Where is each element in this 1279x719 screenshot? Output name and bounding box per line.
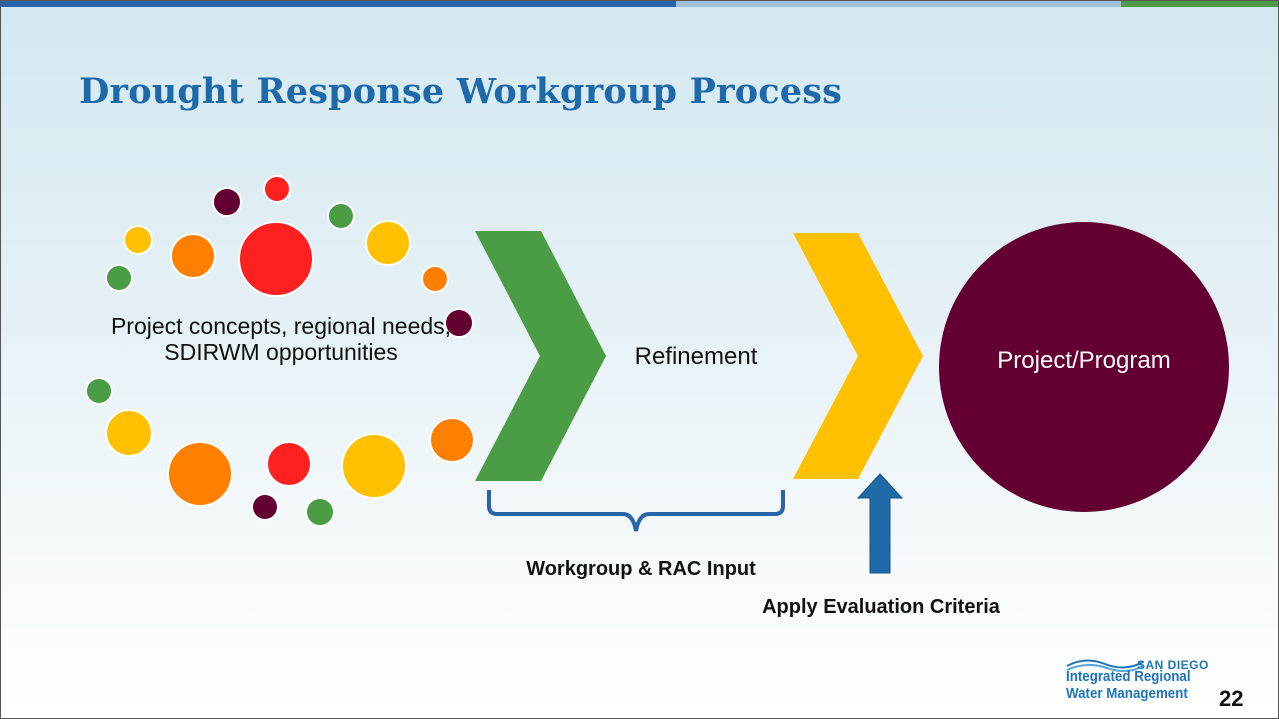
- logo-integrated-regional-text: Integrated Regional: [1066, 669, 1191, 685]
- project-program-circle: [939, 222, 1229, 512]
- sdirwm-logo: SAN DIEGO Integrated Regional Water Mana…: [1065, 656, 1221, 714]
- workgroup-rac-input-label: Workgroup & RAC Input: [526, 558, 756, 580]
- apply-evaluation-criteria-label: Apply Evaluation Criteria: [762, 596, 1000, 618]
- logo-water-management-text: Water Management: [1066, 686, 1188, 702]
- dot-red: [266, 441, 312, 487]
- dot-maroon: [444, 308, 474, 338]
- project-concepts-label: Project concepts, regional needs, SDIRWM…: [110, 313, 452, 365]
- dot-orange-large: [167, 441, 233, 507]
- dot-red: [263, 175, 291, 203]
- dot-yellow: [123, 225, 153, 255]
- green-chevron: [475, 231, 606, 481]
- dot-maroon: [251, 493, 279, 521]
- refinement-label: Refinement: [634, 343, 758, 370]
- top-accent-bar-green: [1121, 1, 1278, 7]
- up-arrow-icon: [856, 473, 904, 574]
- dot-orange: [429, 417, 475, 463]
- logo-san-diego-text: SAN DIEGO: [1137, 658, 1209, 672]
- top-accent-bar-light-blue: [676, 1, 1121, 7]
- dot-orange: [421, 265, 449, 293]
- dot-green: [105, 264, 133, 292]
- dot-green: [305, 497, 335, 527]
- dot-yellow: [365, 220, 411, 266]
- project-program-label: Project/Program: [997, 347, 1171, 374]
- dot-green: [85, 377, 113, 405]
- yellow-chevron: [793, 233, 923, 479]
- top-accent-bar-blue: [1, 1, 676, 7]
- workgroup-brace: [487, 490, 785, 532]
- dot-yellow: [105, 409, 153, 457]
- dot-yellow-large: [341, 433, 407, 499]
- dot-red-large: [238, 221, 314, 297]
- dot-green: [327, 202, 355, 230]
- dot-maroon: [212, 187, 242, 217]
- slide-title: Drought Response Workgroup Process: [79, 71, 843, 112]
- dot-orange: [170, 233, 216, 279]
- page-number: 22: [1219, 686, 1244, 711]
- water-wave-icon: [1066, 659, 1144, 672]
